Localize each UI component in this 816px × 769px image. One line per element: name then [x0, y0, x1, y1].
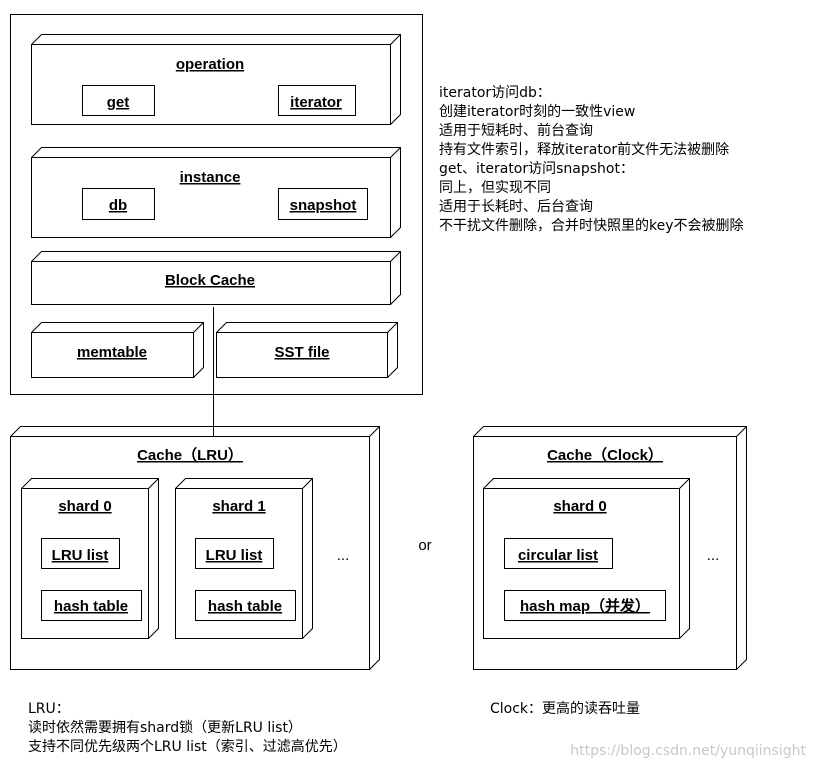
note-line: get、iterator访问snapshot：	[439, 161, 634, 177]
note-line: 支持不同优先级两个LRU list（索引、过滤高优先）	[28, 738, 347, 755]
circular-list-label: circular list	[518, 547, 598, 564]
hash-table-label: hash table	[208, 598, 282, 615]
lru-shard-1	[175, 478, 313, 639]
lru-cache-title: Cache（LRU）	[137, 446, 243, 464]
snapshot-label: snapshot	[290, 197, 357, 214]
snapshot-box	[278, 188, 368, 220]
lru-cache-node	[10, 426, 380, 670]
note-line: 创建iterator时刻的一致性view	[439, 104, 635, 120]
clock-ellipsis: ...	[707, 547, 720, 564]
hash-map-label: hash map（并发）	[520, 597, 650, 615]
memtable-label: memtable	[77, 344, 147, 361]
instance-node	[31, 147, 401, 238]
iterator-notes: iterator访问db： 创建iterator时刻的一致性view 适用于短耗…	[439, 85, 744, 234]
block-cache-node	[31, 251, 401, 305]
lru-list-label: LRU list	[206, 547, 263, 564]
instance-title: instance	[180, 169, 241, 186]
clock-note: Clock：更高的读吞吐量	[490, 700, 640, 717]
note-line: 适用于长耗时、后台查询	[439, 199, 593, 215]
lru-notes: LRU： 读时依然需要拥有shard锁（更新LRU list） 支持不同优先级两…	[28, 701, 347, 755]
or-label: or	[418, 537, 431, 554]
watermark: https://blog.csdn.net/yunqiinsight	[570, 743, 806, 759]
operation-title: operation	[176, 56, 244, 73]
iterator-label: iterator	[290, 94, 342, 111]
note-line: 适用于短耗时、前台查询	[439, 122, 593, 139]
lru-ellipsis: ...	[337, 547, 350, 564]
note-line: 不干扰文件删除，合并时快照里的key不会被删除	[439, 218, 744, 234]
clock-shard-0	[483, 478, 690, 639]
get-box	[82, 85, 155, 116]
sst-file-label: SST file	[274, 344, 329, 361]
note-line: 读时依然需要拥有shard锁（更新LRU list）	[28, 719, 302, 736]
shard-0-title: shard 0	[58, 498, 111, 515]
block-cache-label: Block Cache	[165, 272, 255, 289]
note-line: LRU：	[28, 701, 70, 717]
shard-1-title: shard 1	[212, 498, 265, 515]
iterator-box	[278, 85, 356, 116]
db-label: db	[109, 197, 127, 214]
clock-shard-0-title: shard 0	[553, 498, 606, 515]
clock-cache-title: Cache（Clock）	[547, 446, 663, 464]
note-line: 持有文件索引，释放iterator前文件无法被删除	[439, 141, 729, 158]
memtable-node	[31, 322, 204, 378]
note-line: 同上，但实现不同	[439, 180, 551, 196]
lru-list-label: LRU list	[52, 547, 109, 564]
get-label: get	[107, 94, 130, 111]
clock-cache-node	[473, 426, 747, 670]
top-frame	[10, 14, 423, 395]
operation-node	[31, 34, 401, 125]
lru-shard-0	[21, 478, 159, 639]
note-line: iterator访问db：	[439, 85, 551, 101]
sst-file-node	[216, 322, 398, 378]
hash-table-label: hash table	[54, 598, 128, 615]
db-box	[82, 188, 155, 220]
